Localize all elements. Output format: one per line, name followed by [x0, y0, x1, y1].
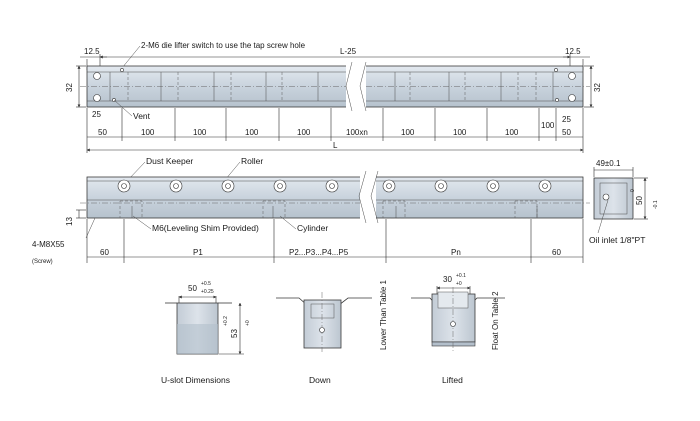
pitch-seg-4: 100 [297, 128, 311, 137]
uslot-width-tol-bottom: +0.25 [201, 289, 214, 295]
side-seg-3: Pn [451, 248, 461, 257]
end-height: 50 [635, 196, 644, 205]
top-height-right: 32 [593, 83, 602, 92]
cylinder-label: Cylinder [297, 223, 328, 233]
top-dim-right: 12.5 [565, 47, 581, 56]
end-height-tol-bottom: -0.1 [653, 200, 659, 209]
pitch-seg-3: 100 [245, 128, 259, 137]
side-seg-2: P2...P3...P4...P5 [289, 248, 349, 257]
top-screw-note: 2-M6 die lifter switch to use the tap sc… [141, 41, 306, 50]
down-caption: Down [309, 375, 331, 385]
screw-note: (Screw) [32, 259, 53, 265]
shim-label: M6(Leveling Shim Provided) [152, 223, 259, 233]
screw-spec: 4-M8X55 [32, 240, 65, 249]
side-seg-4: 60 [552, 248, 561, 257]
end-height-tol-top: 0 [630, 189, 636, 192]
oil-inlet-label: Oil inlet 1/8"PT [589, 235, 645, 245]
pitch-seg-0: 50 [98, 128, 107, 137]
pitch-seg-10: 50 [562, 128, 571, 137]
side-seg-0: 60 [100, 248, 109, 257]
top-height-left: 32 [65, 83, 74, 92]
top-dim-left: 12.5 [84, 47, 100, 56]
pitch-seg-1: 100 [141, 128, 155, 137]
pitch-seg-7: 100 [453, 128, 467, 137]
pitch-seg-2: 100 [193, 128, 207, 137]
uslot-depth: 53 [230, 329, 239, 338]
total-length: L [333, 141, 338, 150]
pitch-seg-6: 100 [401, 128, 415, 137]
end-view: 49±0.1 50 0 -0.1 Oil inlet 1/8"PT [589, 159, 659, 245]
lifted-side-label: Float On Table 2 [491, 291, 500, 350]
uslot-width-tol-top: +0.5 [201, 281, 211, 287]
uslot-depth-tol-top: +0.2 [223, 316, 229, 326]
dust-keeper-label: Dust Keeper [146, 156, 193, 166]
top-inset-left: 25 [92, 110, 101, 119]
pitch-seg-5: 100xn [346, 128, 368, 137]
pitch-seg-9: 100 [541, 121, 555, 130]
lifted-width-tol-bottom: +0 [456, 281, 462, 287]
lifted-view: 30 +0.1 +0 Float On Table 2 Lifted [411, 273, 505, 385]
top-inset-right: 25 [562, 115, 571, 124]
roller-label: Roller [241, 156, 263, 166]
vent-label: Vent [133, 111, 151, 121]
uslot-depth-tol-bottom: +0 [245, 320, 251, 326]
pitch-seg-8: 100 [505, 128, 519, 137]
rollers [117, 179, 552, 193]
lifted-width: 30 [443, 275, 452, 284]
lifted-width-tol-top: +0.1 [456, 273, 466, 279]
side-seg-1: P1 [193, 248, 203, 257]
top-length-minus: L-25 [340, 47, 357, 56]
uslot-width: 50 [188, 284, 197, 293]
uslot-view: 50 +0.5 +0.25 53 +0.2 +0 U-slot Dimensio… [161, 281, 251, 385]
down-side-label: Lower Than Table 1 [379, 279, 388, 350]
uslot-caption: U-slot Dimensions [161, 375, 230, 385]
side-height-13: 13 [65, 217, 74, 226]
lifted-caption: Lifted [442, 375, 463, 385]
down-view: Lower Than Table 1 Down [276, 279, 388, 385]
side-view: Dust Keeper Roller [32, 156, 590, 265]
top-view: 12.5 12.5 L-25 2-M6 die lifter switch to… [65, 41, 602, 153]
end-width: 49±0.1 [596, 159, 621, 168]
